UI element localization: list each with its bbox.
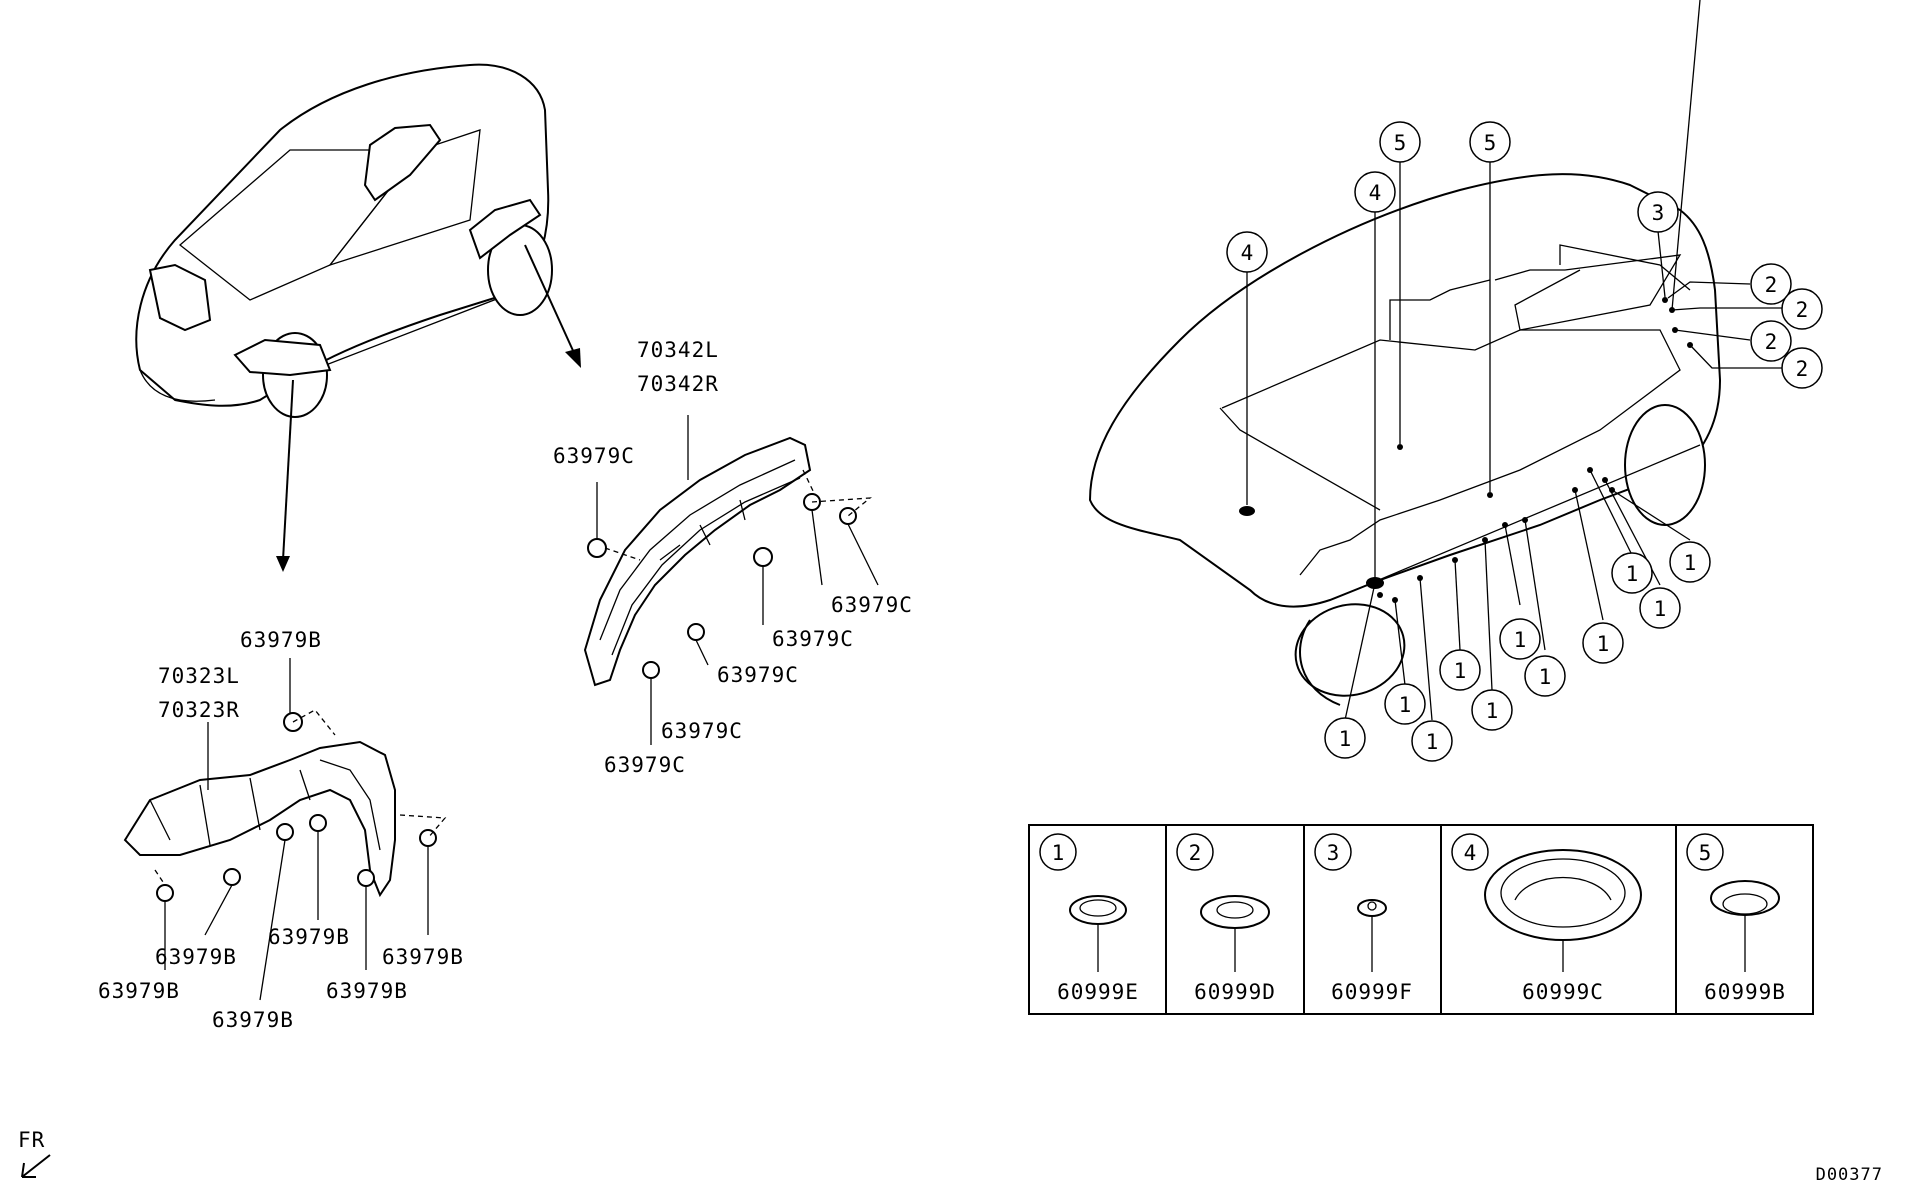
label-63979C-1: 63979C — [553, 444, 635, 468]
label-70342R: 70342R — [637, 372, 719, 396]
label-63979B-3: 63979B — [268, 925, 350, 949]
front-part-labels: 63979B 70323L 70323R 63979B 63979B 63979… — [98, 628, 464, 1032]
legend-cell-2: 2 60999D — [1176, 833, 1276, 1004]
legend-cell-5: 5 60999B — [1686, 833, 1786, 1004]
legend-part-2: 60999D — [1194, 980, 1276, 1004]
callouts-plug1: 1 1 1 1 1 1 1 1 1 1 1 1 — [1324, 541, 1711, 762]
callout-2-a: 2 — [1765, 273, 1778, 297]
legend-part-3: 60999F — [1331, 980, 1413, 1004]
callout-2-c: 2 — [1765, 330, 1778, 354]
label-63979C-5: 63979C — [661, 719, 743, 743]
callout-1-i: 1 — [1626, 562, 1639, 586]
label-63979C-6: 63979C — [604, 753, 686, 777]
callout-3: 3 — [1652, 201, 1665, 225]
rear-dash-lines — [604, 469, 872, 561]
front-clips — [156, 712, 437, 902]
legend-num-3: 3 — [1327, 841, 1340, 865]
callout-2-b: 2 — [1796, 298, 1809, 322]
rear-leader-lines — [596, 415, 879, 745]
callout-4-center: 4 — [1369, 181, 1382, 205]
legend-table: 1 60999E 2 60999D 3 60999F 4 — [1028, 824, 1814, 1015]
label-63979B-6: 63979B — [326, 979, 408, 1003]
arrow-front-wheel — [282, 379, 294, 561]
callout-1-k: 1 — [1684, 551, 1697, 575]
callout-4-left: 4 — [1241, 241, 1254, 265]
legend-part-5: 60999B — [1704, 980, 1786, 1004]
front-label: FR — [18, 1128, 45, 1152]
callout-1-h: 1 — [1597, 632, 1610, 656]
callout-1-g: 1 — [1539, 665, 1552, 689]
callout-1-a: 1 — [1339, 727, 1352, 751]
legend-cell-4: 4 60999C — [1451, 833, 1642, 1004]
label-63979B-5: 63979B — [98, 979, 180, 1003]
label-63979B-2: 63979B — [155, 945, 237, 969]
label-63979C-4: 63979C — [717, 663, 799, 687]
legend-num-4: 4 — [1464, 841, 1477, 865]
callout-1-d: 1 — [1454, 659, 1467, 683]
callout-1-f: 1 — [1514, 628, 1527, 652]
callout-5-right: 5 — [1484, 131, 1497, 155]
liner-marks-on-car — [148, 123, 542, 377]
front-leader-lines — [164, 658, 429, 1001]
arrow-rear-wheel — [524, 244, 576, 356]
callout-5-left: 5 — [1394, 131, 1407, 155]
label-63979C-3: 63979C — [772, 627, 854, 651]
underbody-car-outline — [1088, 173, 1722, 706]
diagram-code: D00377 — [1816, 1165, 1883, 1185]
legend-num-5: 5 — [1699, 841, 1712, 865]
underbody-leader-lines — [1246, 0, 1782, 721]
label-70323L: 70323L — [158, 664, 240, 688]
callout-2-d: 2 — [1796, 357, 1809, 381]
label-70342L: 70342L — [637, 338, 719, 362]
rear-fender-liner — [583, 436, 812, 687]
callout-1-b: 1 — [1399, 693, 1412, 717]
legend-cell-1: 1 60999E — [1039, 833, 1139, 1004]
label-63979B-7: 63979B — [212, 1008, 294, 1032]
front-arrow-icon — [21, 1154, 51, 1178]
legend-num-1: 1 — [1052, 841, 1065, 865]
legend-num-2: 2 — [1189, 841, 1202, 865]
callout-1-c: 1 — [1426, 730, 1439, 754]
front-direction-indicator: FR — [18, 1128, 51, 1178]
label-70323R: 70323R — [158, 698, 240, 722]
rear-part-labels: 70342L 70342R 63979C 63979C 63979C 63979… — [553, 338, 913, 777]
callouts-top: 4 5 4 5 3 — [1226, 121, 1679, 273]
callouts-plug2: 2 2 2 2 — [1750, 263, 1823, 389]
callout-1-e: 1 — [1486, 699, 1499, 723]
callout-1-j: 1 — [1654, 597, 1667, 621]
arrow-front-head — [276, 556, 290, 572]
legend-part-1: 60999E — [1057, 980, 1139, 1004]
arrow-rear-head — [565, 348, 581, 368]
front-dash-lines — [154, 709, 447, 886]
front-fender-liner — [123, 740, 396, 898]
label-63979B-top: 63979B — [240, 628, 322, 652]
legend-cell-3: 3 60999F — [1314, 833, 1413, 1004]
label-63979C-2: 63979C — [831, 593, 913, 617]
label-63979B-4: 63979B — [382, 945, 464, 969]
legend-part-4: 60999C — [1522, 980, 1604, 1004]
